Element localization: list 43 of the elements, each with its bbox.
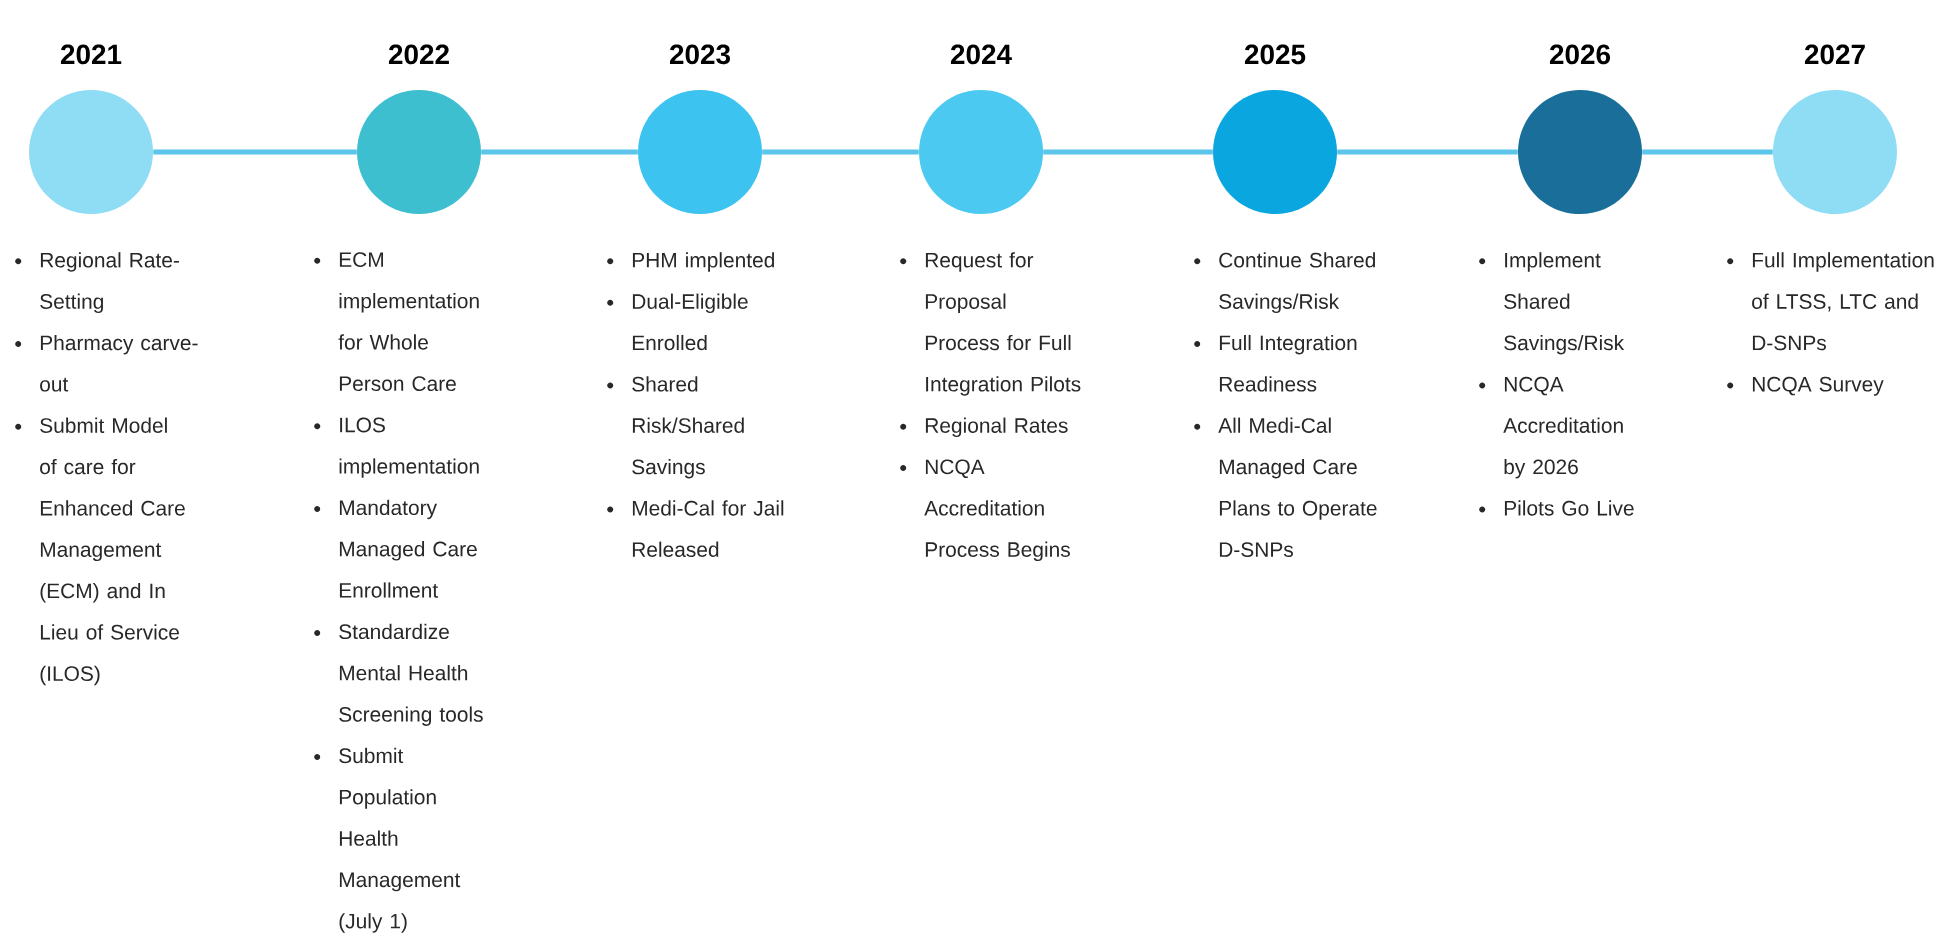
bullet-item: Pharmacy carve-out xyxy=(15,334,198,392)
connector-line xyxy=(1642,149,1773,155)
bullet-item: Shared Risk/Shared Savings xyxy=(607,376,744,479)
bullet-item: NCQA Survey xyxy=(1727,376,1884,396)
year-label: 2025 xyxy=(1244,44,1306,65)
bullet-item: Standardize Mental Health Screening tools xyxy=(314,623,483,726)
year-label: 2022 xyxy=(388,44,449,65)
milestone-circle xyxy=(1518,44,1642,214)
year-label: 2023 xyxy=(669,44,730,65)
milestone-circle xyxy=(1773,44,1897,214)
bullet-item: Submit Population Health Management (July 1) xyxy=(314,747,461,933)
year-label: 2024 xyxy=(950,44,1012,65)
bullet-item: ECM implementation for Whole Person Care xyxy=(314,252,479,392)
bullet-item: All Medi-Cal Managed Care Plans to Operate D-SNPs xyxy=(1194,417,1377,557)
bullet-item: Dual-Eligible Enrolled xyxy=(607,293,748,351)
connector-line xyxy=(1043,149,1213,155)
bullet-item: Regional Rates xyxy=(900,417,1068,438)
bullet-item: Submit Model of care for Enhanced Care Management (ECM) and In Lieu of Service (ILOS) xyxy=(15,417,185,686)
bullet-item: PHM implented xyxy=(607,252,774,272)
connector-line xyxy=(481,149,638,155)
connector-line xyxy=(762,149,919,155)
bullet-item: Mandatory Managed Care Enrollment xyxy=(314,499,477,598)
bullet-item: Implement Shared Savings/Risk xyxy=(1479,252,1625,355)
milestone-circle xyxy=(29,44,153,214)
milestone-circle xyxy=(357,44,481,214)
milestone-circle xyxy=(1213,44,1337,214)
bullet-item: Continue Shared Savings/Risk xyxy=(1194,252,1375,314)
connector-line xyxy=(1337,149,1518,155)
milestone-circle xyxy=(638,44,762,214)
year-label: 2027 xyxy=(1804,44,1865,65)
milestone-circle xyxy=(919,44,1043,214)
bullet-item: Medi-Cal for Jail Released xyxy=(607,500,784,557)
bullet-item: ILOS implementation xyxy=(314,417,479,478)
year-label: 2021 xyxy=(60,44,122,65)
bullet-item: Full Implementation of LTSS, LTC and D-SNPs xyxy=(1727,252,1934,351)
bullet-item: Regional Rate-Setting xyxy=(15,252,179,314)
bullet-item: NCQA Accreditation by 2026 xyxy=(1479,376,1623,479)
connector-line xyxy=(153,149,357,155)
year-label: 2026 xyxy=(1549,44,1610,65)
bullet-item: NCQA Accreditation Process Begins xyxy=(900,459,1070,562)
bullet-item: Full Integration Readiness xyxy=(1194,334,1357,392)
bullet-item: Pilots Go Live xyxy=(1479,500,1634,516)
bullet-item: Request for Proposal Process for Full Integration Pilots xyxy=(900,252,1081,396)
